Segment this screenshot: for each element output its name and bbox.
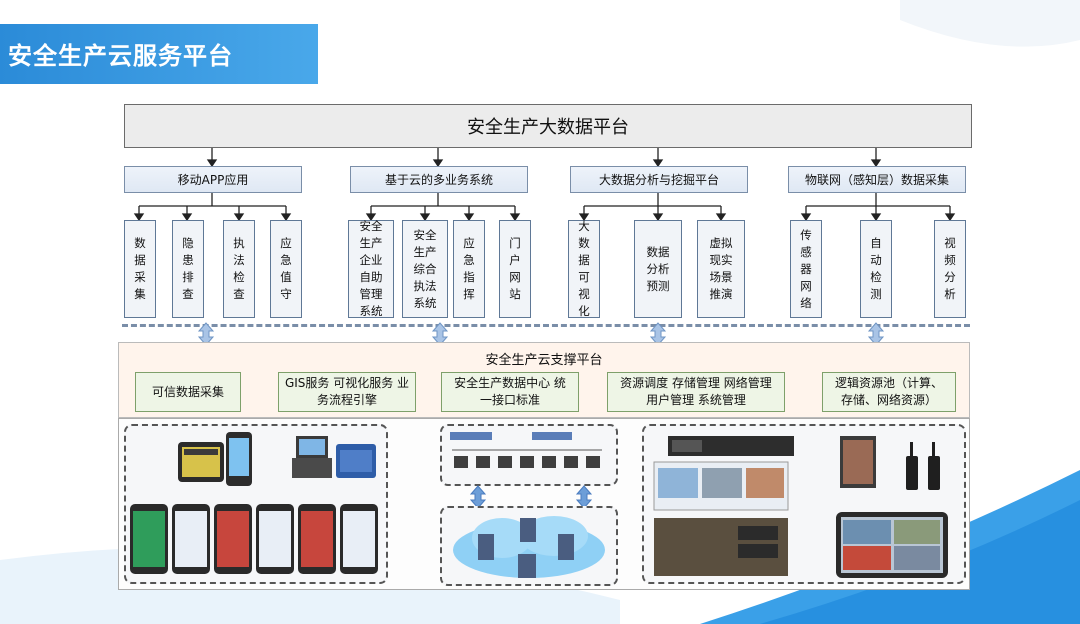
support-item-label: 逻辑资源池（计算、 存储、网络资源） bbox=[834, 376, 943, 407]
leaf-portal-site: 门 户 网 站 bbox=[499, 220, 531, 318]
leaf-label: 数据 分析 预测 bbox=[646, 244, 670, 293]
leaf-data-prediction: 数据 分析 预测 bbox=[634, 220, 682, 318]
leaf-emergency-command: 应 急 指 挥 bbox=[453, 220, 485, 318]
support-item-logical-resource-pool: 逻辑资源池（计算、 存储、网络资源） bbox=[822, 372, 956, 412]
category-mobile-app: 移动APP应用 bbox=[124, 166, 302, 193]
video-monitor-icon bbox=[653, 436, 948, 578]
support-item-label: 可信数据采集 bbox=[151, 384, 224, 399]
category-label: 物联网（感知层）数据采集 bbox=[804, 173, 949, 187]
category-label: 基于云的多业务系统 bbox=[384, 173, 493, 187]
leaf-label: 大 数 据 可 视 化 bbox=[578, 219, 590, 318]
leaf-label: 虚拟 现实 场景 推演 bbox=[709, 236, 733, 301]
leaf-label: 应 急 指 挥 bbox=[463, 236, 475, 301]
tablet-device-icon bbox=[178, 442, 224, 482]
leaf-hazard-check: 隐 患 排 查 bbox=[172, 220, 204, 318]
leaf-law-enforcement: 执 法 检 查 bbox=[223, 220, 255, 318]
leaf-label: 数 据 采 集 bbox=[134, 236, 146, 301]
support-item-label: GIS服务 可视化服务 业 务流程引擎 bbox=[284, 376, 410, 407]
server-network-panel bbox=[440, 424, 618, 486]
cloud-panel bbox=[440, 506, 618, 586]
leaf-label: 视 频 分 析 bbox=[944, 236, 956, 301]
laptop-case-icon bbox=[292, 436, 332, 478]
server-rack-icon bbox=[450, 432, 602, 468]
leaf-data-collection: 数 据 采 集 bbox=[124, 220, 156, 318]
page-title: 安全生产云服务平台 bbox=[8, 42, 233, 70]
leaf-label: 安全 生产 综合 执法 系统 bbox=[413, 227, 437, 310]
support-item-resource-scheduling: 资源调度 存储管理 网络管理 用户管理 系统管理 bbox=[607, 372, 785, 412]
monitoring-panel bbox=[642, 424, 966, 584]
leaf-label: 隐 患 排 查 bbox=[182, 236, 194, 301]
leaf-label: 传 感 器 网 络 bbox=[800, 227, 812, 310]
leaf-label: 安全 生产 企业 自助 管理 系统 bbox=[359, 219, 383, 318]
phone-screens-row bbox=[130, 504, 378, 574]
leaf-sensor-network: 传 感 器 网 络 bbox=[790, 220, 822, 318]
category-label: 移动APP应用 bbox=[177, 173, 249, 187]
phone-icon bbox=[226, 432, 252, 486]
category-big-data-analysis: 大数据分析与挖掘平台 bbox=[570, 166, 748, 193]
support-platform-title: 安全生产云支撑平台 bbox=[485, 353, 603, 368]
walkie-talkie-icon bbox=[906, 442, 940, 490]
big-data-platform-box: 安全生产大数据平台 bbox=[124, 104, 972, 148]
leaf-self-management: 安全 生产 企业 自助 管理 系统 bbox=[348, 219, 394, 318]
leaf-auto-detection: 自 动 检 测 bbox=[860, 220, 892, 318]
leaf-vr-simulation: 虚拟 现实 场景 推演 bbox=[697, 220, 745, 318]
title-banner: 安全生产云服务平台 bbox=[0, 24, 318, 84]
mobile-devices-panel bbox=[124, 424, 388, 584]
equipment-case-icon bbox=[336, 444, 376, 478]
category-cloud-multi-business: 基于云的多业务系统 bbox=[350, 166, 528, 193]
cloud-network-icon bbox=[453, 516, 605, 578]
leaf-video-analysis: 视 频 分 析 bbox=[934, 220, 966, 318]
leaf-enforcement-system: 安全 生产 综合 执法 系统 bbox=[402, 220, 448, 318]
dashed-separator bbox=[122, 324, 970, 327]
leaf-label: 自 动 检 测 bbox=[870, 236, 882, 301]
support-item-label: 资源调度 存储管理 网络管理 用户管理 系统管理 bbox=[620, 376, 772, 407]
category-label: 大数据分析与挖掘平台 bbox=[598, 173, 719, 187]
support-item-trusted-collection: 可信数据采集 bbox=[135, 372, 241, 412]
category-iot-collection: 物联网（感知层）数据采集 bbox=[788, 166, 966, 193]
leaf-label: 应 急 值 守 bbox=[280, 236, 292, 301]
leaf-label: 门 户 网 站 bbox=[509, 236, 521, 301]
leaf-emergency-duty: 应 急 值 守 bbox=[270, 220, 302, 318]
big-data-platform-label: 安全生产大数据平台 bbox=[467, 117, 629, 138]
leaf-big-data-visualization: 大 数 据 可 视 化 bbox=[568, 219, 600, 318]
support-item-data-center: 安全生产数据中心 统 一接口标准 bbox=[441, 372, 579, 412]
leaf-label: 执 法 检 查 bbox=[233, 236, 245, 301]
support-item-label: 安全生产数据中心 统 一接口标准 bbox=[454, 376, 566, 407]
support-item-gis-services: GIS服务 可视化服务 业 务流程引擎 bbox=[278, 372, 416, 412]
mobile-devices-illustration bbox=[130, 432, 378, 574]
